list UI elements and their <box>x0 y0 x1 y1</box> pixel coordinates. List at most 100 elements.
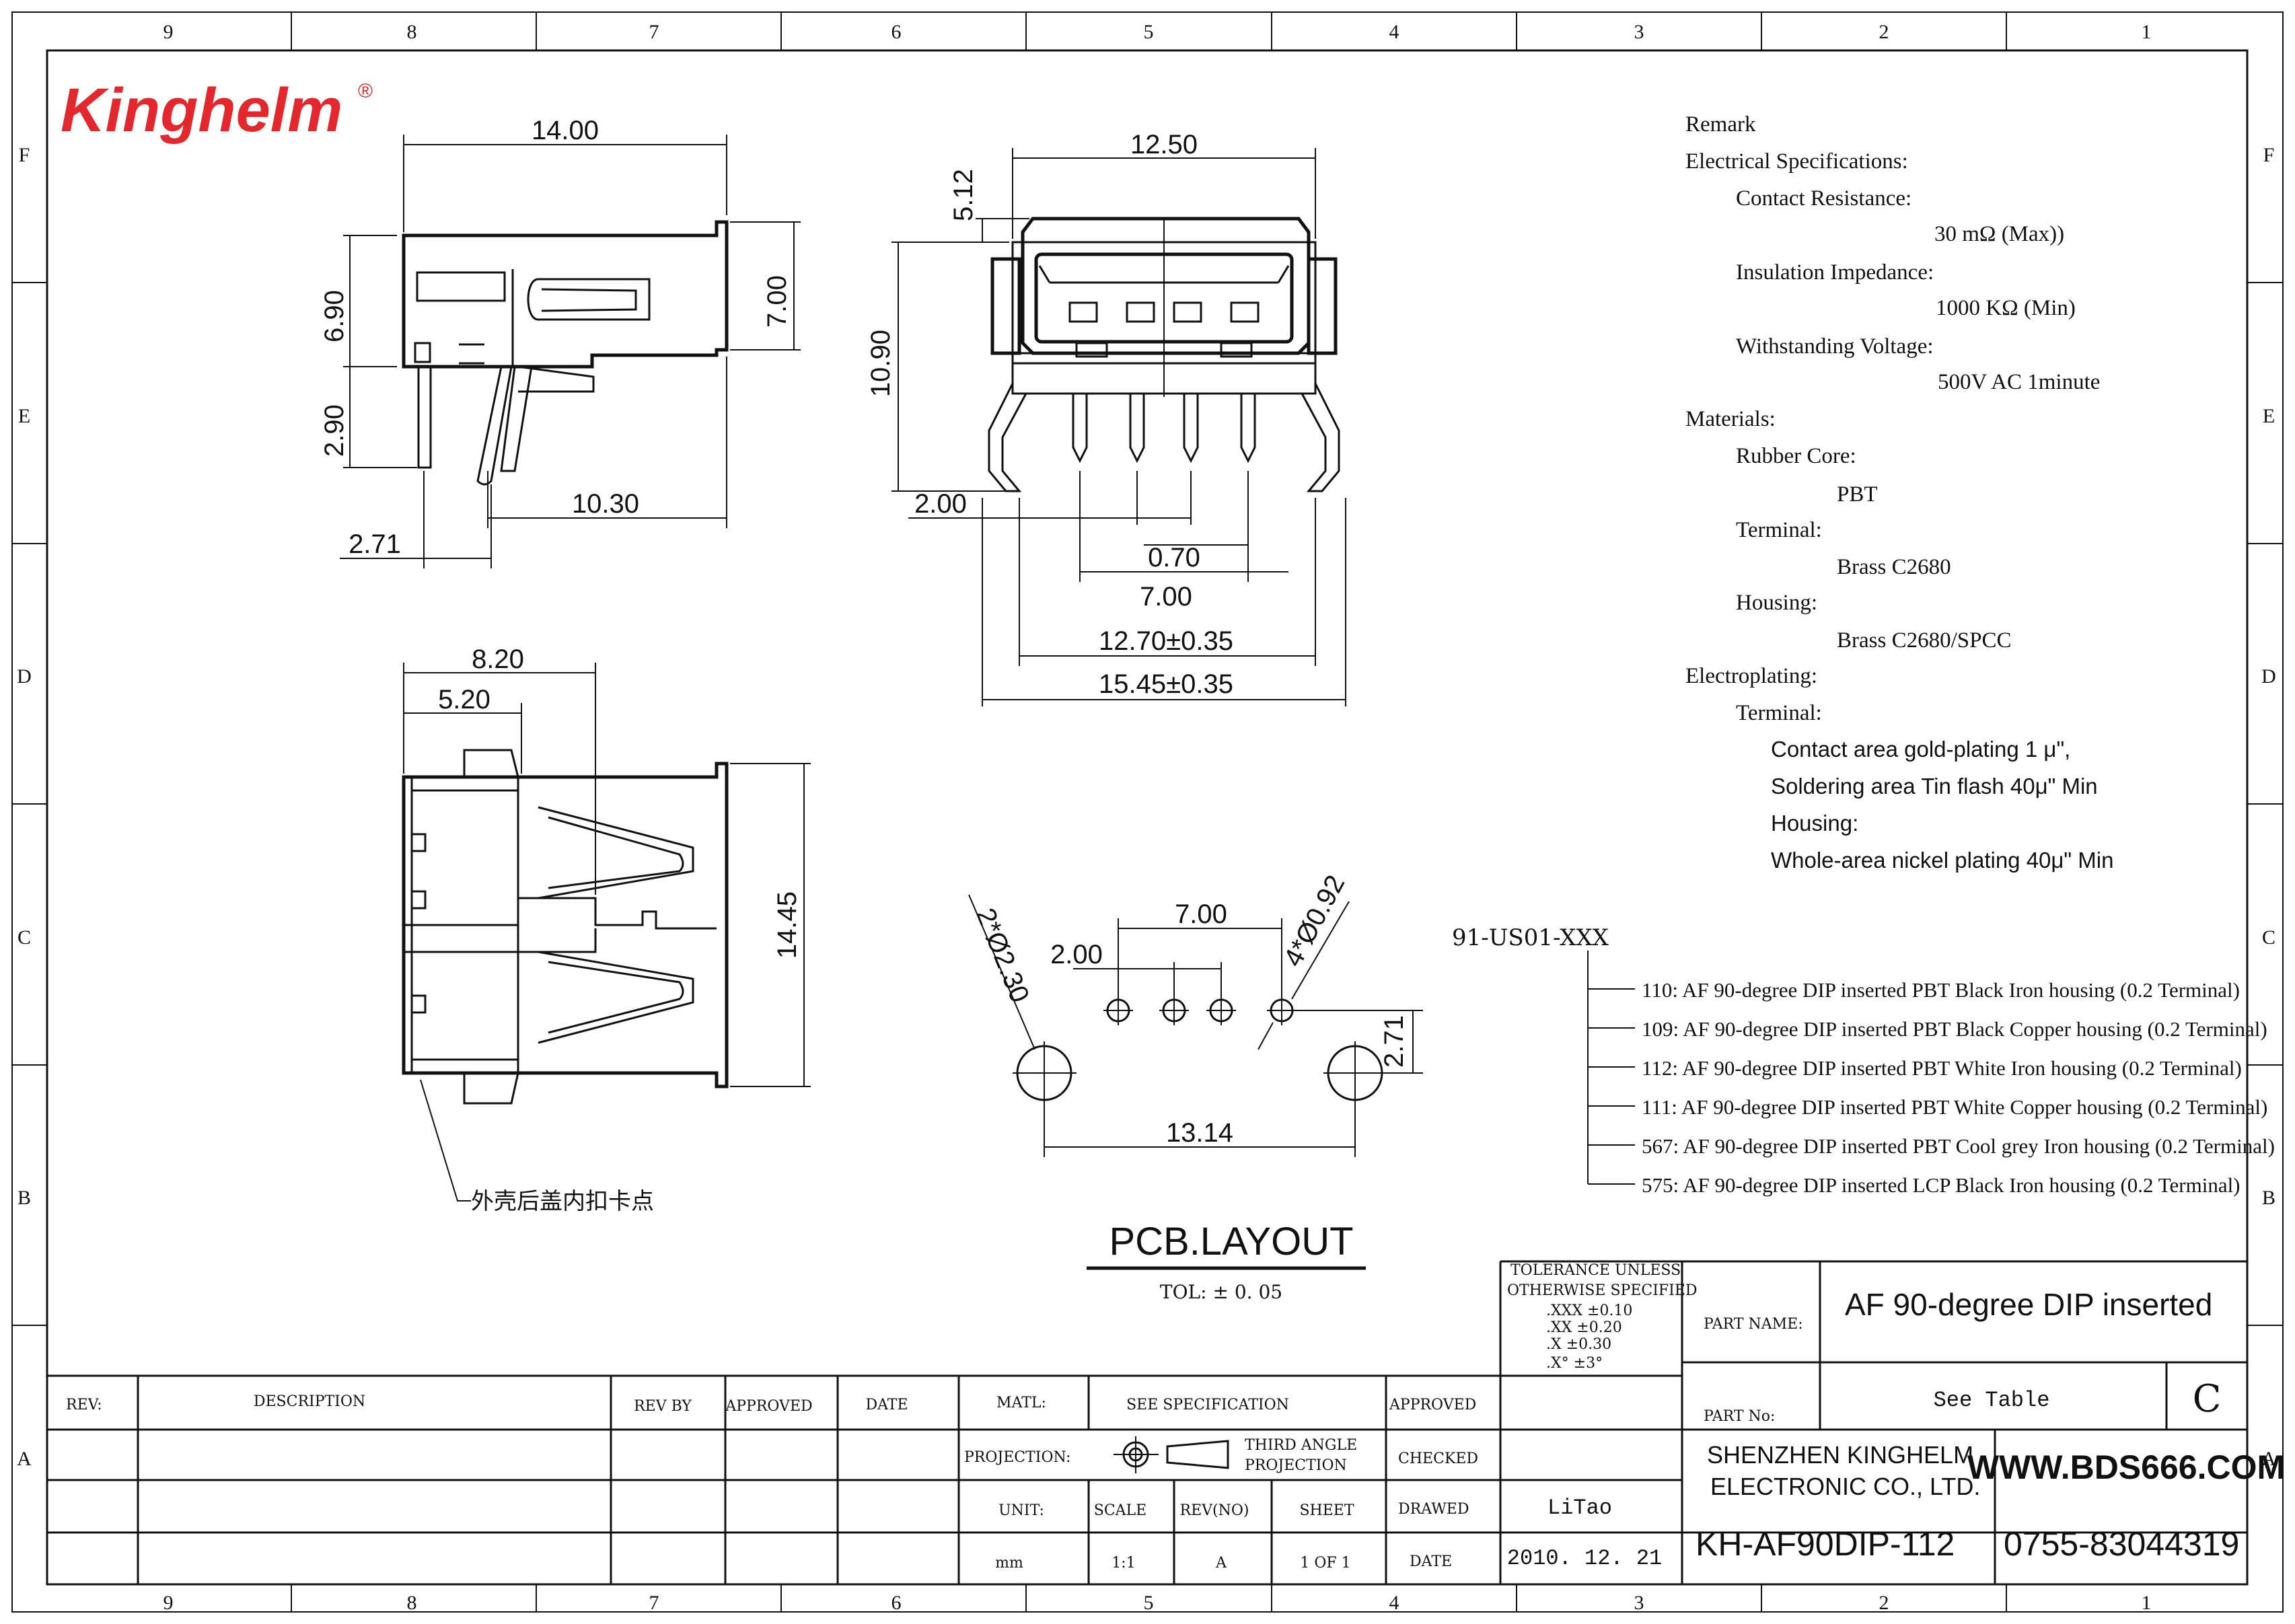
part-code-pattern: 91-US01-XXX <box>1452 924 1609 951</box>
remark-block: Remark Electrical Specifications: Contac… <box>1685 112 2113 873</box>
company-name-line-2: ELECTRONIC CO., LTD. <box>1710 1473 1980 1500</box>
tol-line-2: OTHERWISE SPECIFIED <box>1507 1282 1698 1299</box>
remark-insulation-label: Insulation Impedance: <box>1736 260 1934 285</box>
remark-contact-resistance-value: 30 mΩ (Max)) <box>1934 222 2064 246</box>
grid-col-7-top: 7 <box>649 21 659 43</box>
grid-col-5-top: 5 <box>1144 21 1154 43</box>
projection-value-2: PROJECTION <box>1245 1457 1347 1474</box>
dim-15-45: 15.45±0.35 <box>1099 669 1233 699</box>
grid-col-3-top: 3 <box>1634 21 1644 43</box>
drawn-label: DRAWED <box>1398 1501 1469 1518</box>
dim-pcb-2-71: 2.71 <box>1379 1015 1409 1068</box>
remark-housing-label: Housing: <box>1736 591 1817 615</box>
remark-terminal-value: Brass C2680 <box>1837 555 1951 579</box>
grid-col-3-bottom: 3 <box>1634 1592 1644 1614</box>
grid-row-c-right: C <box>2262 926 2275 949</box>
option-item-110: 110: AF 90-degree DIP inserted PBT Black… <box>1642 978 2240 1002</box>
rev-header: REV: <box>66 1397 102 1413</box>
option-item-567: 567: AF 90-degree DIP inserted PBT Cool … <box>1642 1134 2275 1158</box>
tol-line-5: .X ±0.30 <box>1546 1336 1611 1353</box>
grid-row-a-left: A <box>17 1448 32 1470</box>
scale-label: SCALE <box>1094 1502 1146 1519</box>
grid-col-9-top: 9 <box>163 21 174 43</box>
pcb-layout: 7.00 2.00 13.14 2.71 4*Ø0.92 2*Ø2.30 PCB… <box>968 871 1423 1303</box>
side-view: 14.00 6.90 2.90 7.00 10.30 2.71 <box>320 116 801 568</box>
remark-insulation-value: 1000 KΩ (Min) <box>1936 296 2076 320</box>
website-text: WWW.BDS666.COM <box>1967 1448 2285 1486</box>
tol-line-4: .XX ±0.20 <box>1546 1319 1622 1336</box>
dim-14-45: 14.45 <box>772 891 802 959</box>
drawing-frame: 9 8 7 6 5 4 3 2 1 9 8 7 6 5 4 3 2 1 F E … <box>11 11 2284 1614</box>
grid-row-d-left: D <box>17 665 32 688</box>
dim-pcb-7-00: 7.00 <box>1175 899 1227 929</box>
remark-withstanding-value: 500V AC 1minute <box>1938 370 2100 394</box>
callout-text: 外壳后盖内扣卡点 <box>471 1188 654 1215</box>
matl-label: MATL: <box>996 1395 1046 1411</box>
phone-number: 0755-83044319 <box>2004 1525 2239 1563</box>
option-item-112: 112: AF 90-degree DIP inserted PBT White… <box>1642 1056 2242 1080</box>
front-view: 12.50 5.12 10.90 2.00 0.70 7.00 12.70±0.… <box>866 130 1346 706</box>
date-value: 2010. 12. 21 <box>1507 1546 1662 1571</box>
dim-pcb-2-holes: 2*Ø2.30 <box>970 904 1035 1007</box>
remark-withstanding-label: Withstanding Voltage: <box>1736 334 1934 359</box>
grid-row-a-right: A <box>2261 1448 2276 1470</box>
dim-5-20: 5.20 <box>438 685 490 714</box>
dim-0-70: 0.70 <box>1148 543 1200 573</box>
part-no-value: See Table <box>1934 1388 2050 1413</box>
grid-row-f-left: F <box>19 144 30 166</box>
dim-7-00: 7.00 <box>762 275 792 328</box>
dim-2-90: 2.90 <box>320 404 349 457</box>
remark-ep-housing-value: Whole-area nickel plating 40μ" Min <box>1771 848 2113 873</box>
grid-col-4-bottom: 4 <box>1389 1592 1399 1614</box>
option-item-111: 111: AF 90-degree DIP inserted PBT White… <box>1642 1095 2267 1119</box>
tol-line-3: .XXX ±0.10 <box>1546 1302 1632 1319</box>
tol-line-1: TOLERANCE UNLESS <box>1510 1262 1681 1279</box>
remark-ep-terminal-label: Terminal: <box>1736 701 1822 725</box>
grid-row-e-right: E <box>2263 405 2275 427</box>
tol-line-6: .X° ±3° <box>1546 1355 1603 1372</box>
checked-label: CHECKED <box>1398 1450 1478 1467</box>
approved-header: APPROVED <box>725 1398 812 1415</box>
grid-row-f-right: F <box>2263 144 2275 166</box>
scale-value: 1:1 <box>1112 1555 1135 1572</box>
projection-value-1: THIRD ANGLE <box>1245 1437 1357 1454</box>
dim-10-90: 10.90 <box>866 330 896 397</box>
grid-row-c-left: C <box>17 926 31 949</box>
remark-terminal-label: Terminal: <box>1736 518 1822 542</box>
grid-col-2-bottom: 2 <box>1879 1592 1889 1614</box>
model-number: KH-AF90DIP-112 <box>1696 1525 1955 1563</box>
unit-label: UNIT: <box>998 1502 1044 1519</box>
remark-rubber-core-label: Rubber Core: <box>1736 444 1856 468</box>
date-header: DATE <box>865 1397 908 1413</box>
dim-pcb-13-14: 13.14 <box>1166 1118 1233 1148</box>
grid-col-2-top: 2 <box>1879 21 1889 43</box>
projection-label: PROJECTION: <box>964 1449 1070 1466</box>
dim-2-00: 2.00 <box>914 489 967 519</box>
revision-letter: C <box>2193 1377 2222 1421</box>
approved-label: APPROVED <box>1389 1397 1476 1413</box>
unit-value: mm <box>995 1555 1023 1572</box>
dim-14-00: 14.00 <box>532 116 599 145</box>
dim-10-30: 10.30 <box>572 489 639 519</box>
grid-col-6-top: 6 <box>891 21 902 43</box>
dim-6-90: 6.90 <box>320 290 349 342</box>
remark-contact-resistance-label: Contact Resistance: <box>1736 186 1911 211</box>
remark-ep-housing-label: Housing: <box>1771 811 1858 836</box>
matl-value: SEE SPECIFICATION <box>1126 1397 1289 1413</box>
rev-no-label: REV(NO) <box>1180 1502 1249 1519</box>
grid-col-8-bottom: 8 <box>407 1592 417 1614</box>
pcb-title: PCB.LAYOUT <box>1109 1220 1353 1263</box>
description-header: DESCRIPTION <box>254 1393 365 1410</box>
part-name-label: PART NAME: <box>1704 1316 1803 1333</box>
dim-7-00-pins: 7.00 <box>1140 582 1192 612</box>
grid-row-d-right: D <box>2261 665 2276 688</box>
remark-ep-soldering-area: Soldering area Tin flash 40μ" Min <box>1771 774 2098 799</box>
title-block: TOLERANCE UNLESS OTHERWISE SPECIFIED .XX… <box>47 1260 2285 1584</box>
grid-col-5-bottom: 5 <box>1144 1592 1154 1614</box>
dim-2-71: 2.71 <box>349 529 401 559</box>
remark-ep-contact-area: Contact area gold-plating 1 μ", <box>1771 737 2070 762</box>
kinghelm-logo: Kinghelm ® <box>61 76 373 145</box>
option-item-109: 109: AF 90-degree DIP inserted PBT Black… <box>1642 1017 2267 1041</box>
dim-12-50: 12.50 <box>1130 130 1198 159</box>
